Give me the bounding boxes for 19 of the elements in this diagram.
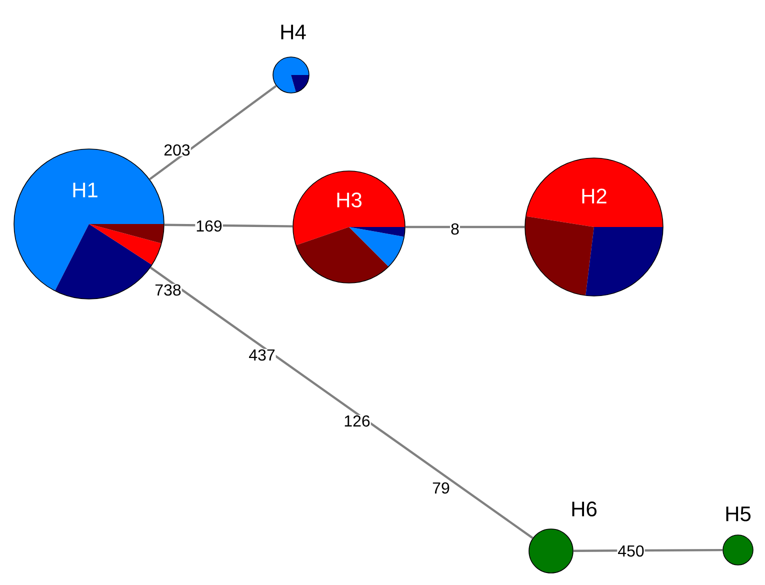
mutation-number: 79	[432, 482, 450, 494]
pie-chart-node: H4	[272, 24, 310, 94]
edge-label: 450	[617, 544, 645, 558]
edge-label: 169	[195, 220, 223, 232]
pie-chart-node: H5	[722, 506, 754, 566]
node-label: H4	[281, 24, 306, 40]
pie-chart-node: H6	[528, 502, 596, 574]
edge-label: 203	[163, 144, 191, 156]
connector-line	[149, 85, 277, 180]
pie-chart-node: H2	[524, 158, 664, 296]
mutation-number: 126	[343, 414, 371, 428]
mutation-number: 437	[248, 348, 276, 362]
pie-chart-node: H3	[292, 170, 406, 284]
connector-line	[405, 226, 525, 228]
node-label: H5	[726, 506, 751, 522]
edge-label: 738	[154, 284, 182, 296]
edge-label: 8	[450, 222, 460, 236]
connector-line	[150, 266, 534, 539]
node-label: H6	[572, 502, 597, 516]
